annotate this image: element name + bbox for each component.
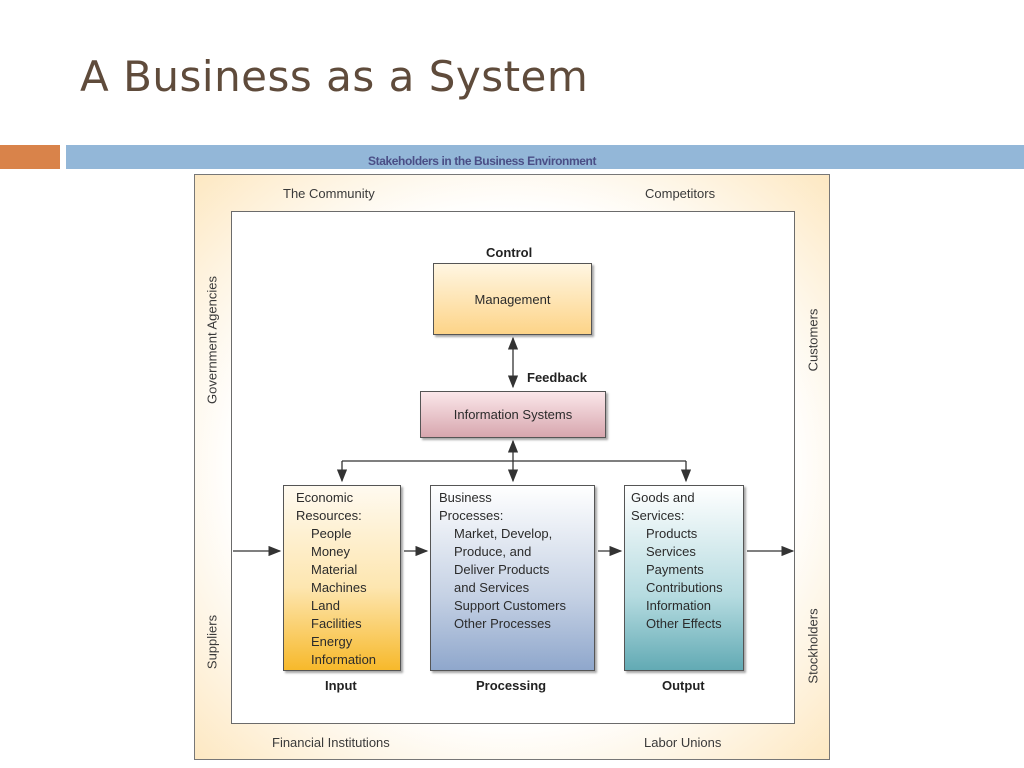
title-accent-bar-blue — [66, 145, 1024, 169]
processing-heading-line: Processes: — [439, 508, 504, 523]
management-label: Management — [474, 292, 551, 307]
input-item: People — [311, 526, 352, 541]
processing-item: Produce, and — [454, 544, 532, 559]
output-heading-line: Goods and — [631, 490, 695, 505]
output-box: Goods and Services: Products Services Pa… — [624, 485, 744, 671]
output-item: Other Effects — [646, 616, 722, 631]
output-label: Output — [662, 678, 705, 693]
feedback-label: Feedback — [527, 370, 587, 385]
output-box-text: Goods and Services: Products Services Pa… — [631, 489, 723, 633]
input-item: Money — [311, 544, 351, 559]
stakeholder-suppliers: Suppliers — [204, 614, 220, 670]
processing-item: Market, Develop, — [454, 526, 553, 541]
stakeholder-community: The Community — [283, 186, 375, 201]
information-systems-label: Information Systems — [453, 407, 573, 422]
input-item: Energy — [311, 634, 353, 649]
information-systems-box: Information Systems — [420, 391, 606, 438]
processing-item: Support Customers — [454, 598, 566, 613]
output-item: Information — [646, 598, 712, 613]
input-item: Material — [311, 562, 358, 577]
input-item: Land — [311, 598, 340, 613]
input-box-text: Economic Resources: People Money Materia… — [296, 489, 376, 669]
output-item: Payments — [646, 562, 704, 577]
stakeholder-labor-unions: Labor Unions — [644, 735, 722, 750]
stakeholder-competitors: Competitors — [645, 186, 716, 201]
processing-heading-line: Business — [439, 490, 492, 505]
figure-caption: Stakeholders in the Business Environment — [368, 154, 597, 168]
input-heading-line: Resources: — [296, 508, 362, 523]
output-item: Contributions — [646, 580, 723, 595]
input-label: Input — [325, 678, 357, 693]
stakeholder-financial-institutions: Financial Institutions — [272, 735, 390, 750]
stakeholder-customers: Customers — [805, 308, 821, 372]
management-box: Management — [433, 263, 592, 335]
processing-box: Business Processes: Market, Develop, Pro… — [430, 485, 595, 671]
slide-title: A Business as a System — [80, 52, 589, 101]
output-item: Products — [646, 526, 698, 541]
input-box: Economic Resources: People Money Materia… — [283, 485, 401, 671]
title-accent-bar-orange — [0, 145, 60, 169]
output-item: Services — [646, 544, 696, 559]
processing-item: Deliver Products — [454, 562, 550, 577]
input-item: Machines — [311, 580, 367, 595]
stakeholder-stockholders: Stockholders — [805, 608, 821, 684]
input-item: Facilities — [311, 616, 362, 631]
input-item: Information — [311, 652, 377, 667]
processing-label: Processing — [476, 678, 547, 693]
output-heading-line: Services: — [631, 508, 685, 523]
processing-item: and Services — [454, 580, 530, 595]
stakeholder-government-agencies: Government Agencies — [204, 276, 220, 404]
processing-box-text: Business Processes: Market, Develop, Pro… — [439, 489, 566, 633]
control-label: Control — [486, 245, 533, 260]
input-heading-line: Economic — [296, 490, 354, 505]
processing-item: Other Processes — [454, 616, 551, 631]
